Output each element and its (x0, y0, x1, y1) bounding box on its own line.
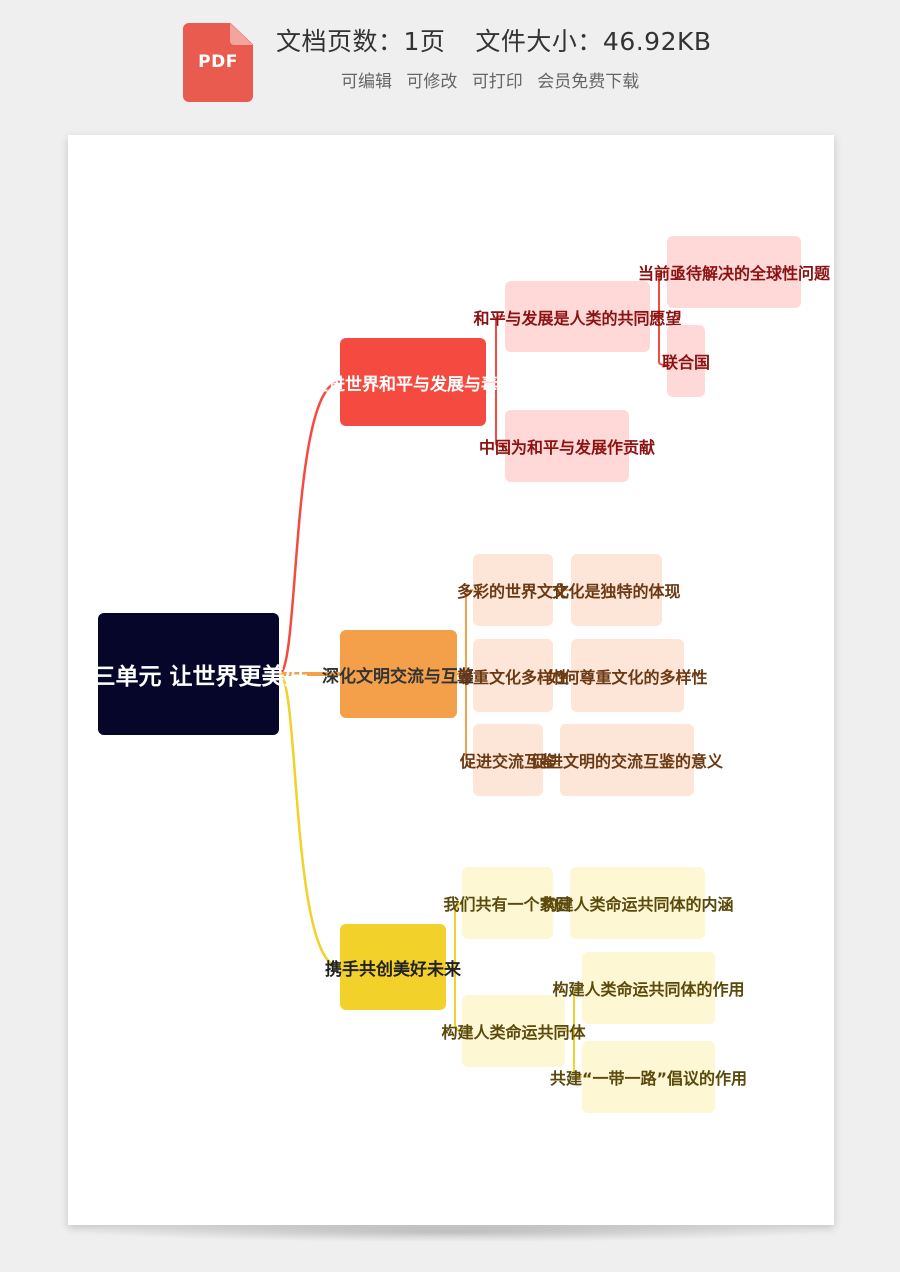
node-community-role: 构建人类命运共同体的作用 (553, 952, 745, 1024)
document-meta: 文档页数：1页文件大小：46.92KB (276, 22, 712, 58)
node-belt-road-role: 共建“一带一路”倡议的作用 (550, 1041, 747, 1113)
document-info-header: PDF 文档页数：1页文件大小：46.92KB 可编辑 可修改 可打印 会员免费… (0, 0, 900, 118)
node-culture-uniqueness: 文化是独特的体现 (553, 554, 681, 626)
node-one-shared-home: 我们共有一个家园 (444, 867, 572, 939)
node-build-community: 构建人类命运共同体 (442, 995, 586, 1067)
connector-root-b3 (278, 672, 341, 969)
mindmap-root: 第三单元 让世界更美好 (70, 613, 308, 735)
branch-civilization-exchange: 深化文明交流与互鉴 (322, 630, 475, 718)
page-count: 文档页数：1页 (276, 27, 446, 56)
node-china-contribution: 中国为和平与发展作贡献 (479, 410, 655, 482)
feature-printable: 可打印 (471, 72, 523, 92)
document-features: 可编辑 可修改 可打印 会员免费下载 (341, 67, 648, 92)
node-peace-common-wish: 和平与发展是人类的共同愿望 (474, 281, 682, 352)
node-community-connotation: 构建人类命运共同体的内涵 (542, 867, 734, 939)
node-promote-exchange: 促进交流互鉴 (460, 724, 556, 796)
feature-member-download: 会员免费下载 (537, 72, 640, 92)
node-how-respect-diversity: 如何尊重文化的多样性 (548, 639, 708, 712)
page-shadow (80, 1222, 822, 1242)
feature-editable: 可编辑 (341, 72, 392, 92)
node-exchange-significance: 促进文明的交流互鉴的意义 (531, 724, 723, 796)
branch-better-future: 携手共创美好未来 (325, 924, 461, 1010)
node-diverse-world-culture: 多彩的世界文化 (457, 554, 569, 626)
node-global-issues: 当前亟待解决的全球性问题 (638, 236, 830, 308)
feature-modifiable: 可修改 (406, 72, 458, 92)
connector-root-b1 (278, 380, 341, 676)
branch-world-peace: 促进世界和平与发展与毒品 (311, 338, 515, 426)
pdf-icon-label: PDF (198, 52, 238, 72)
node-united-nations: 联合国 (662, 325, 710, 397)
node-respect-diversity: 尊重文化多样性 (457, 639, 569, 712)
file-size: 文件大小：46.92KB (475, 27, 712, 56)
